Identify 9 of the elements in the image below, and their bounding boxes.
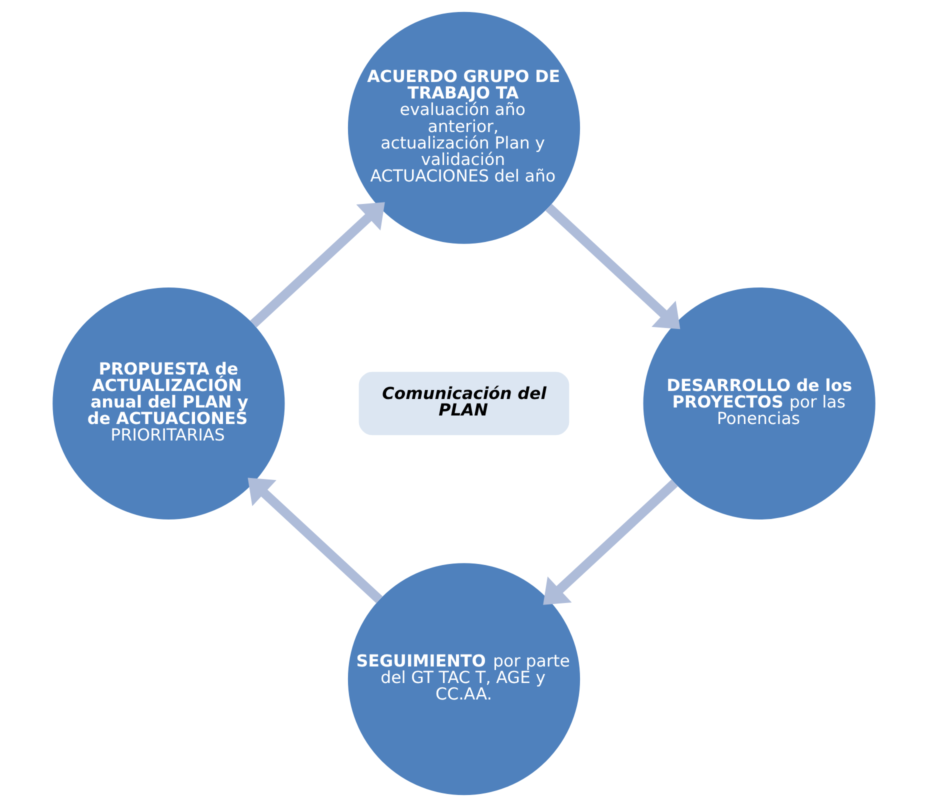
arrow xyxy=(545,204,680,330)
arrow xyxy=(250,202,385,328)
arrow xyxy=(543,480,678,605)
arrow xyxy=(248,478,383,604)
node-circle: ACUERDO GRUPO DE TRABAJO TA evaluación año anterior, actualización Plan y validación ACTUACIONES del año xyxy=(348,12,580,244)
node-circle: PROPUESTA de ACTUALIZACIÓN anual del PLAN y de ACTUACIONES PRIORITARIAS xyxy=(52,287,285,520)
node-circle: DESARROLLO de los PROYECTOS por las Ponencias xyxy=(643,287,876,520)
node-box: Comunicación del PLAN xyxy=(358,372,570,436)
node-circle: SEGUIMIENTO por parte del GT TAC T, AGE y CC.AA. xyxy=(348,563,580,796)
